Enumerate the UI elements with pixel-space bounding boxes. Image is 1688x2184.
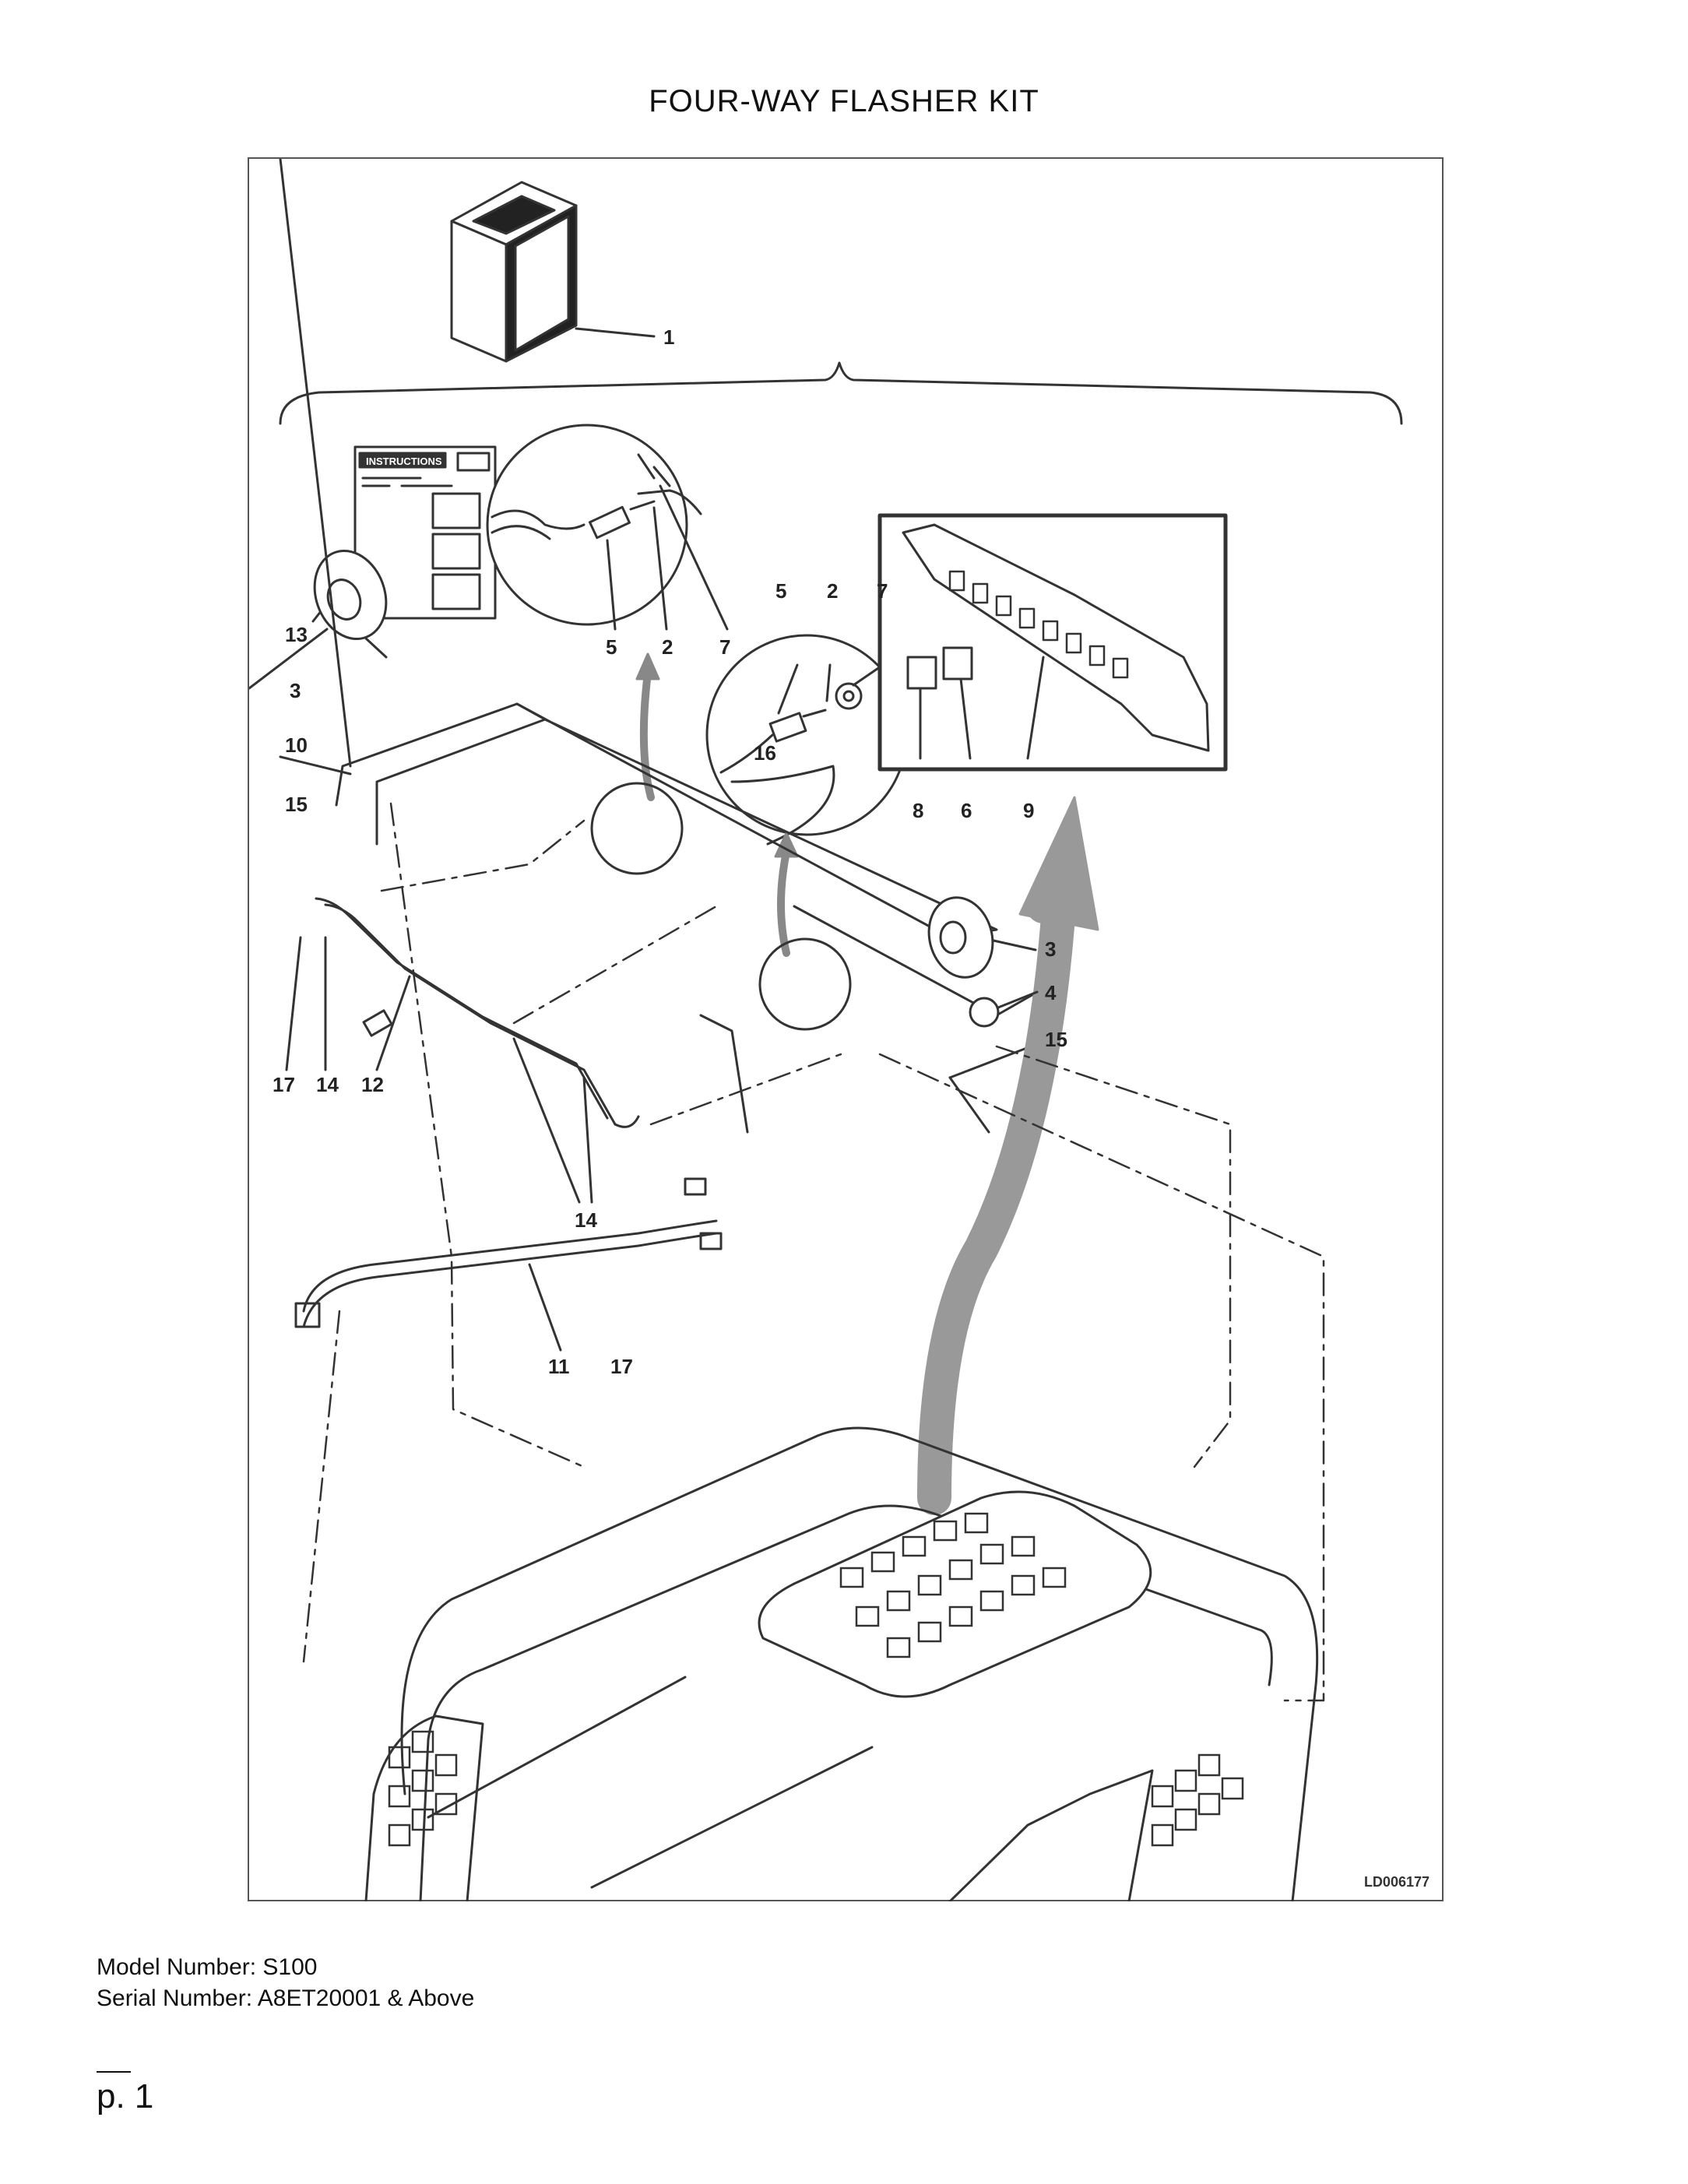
kit-brace — [279, 361, 1403, 425]
callout-17-roof: 17 — [610, 1355, 633, 1378]
callout-5-second: 5 — [775, 579, 786, 603]
callout-3-right: 3 — [1045, 937, 1056, 961]
callout-15-left: 15 — [285, 793, 308, 816]
callout-17-left: 17 — [273, 1073, 295, 1096]
callout-1: 1 — [663, 325, 674, 349]
callout-10: 10 — [285, 733, 308, 757]
callout-13: 13 — [285, 623, 308, 646]
callout-3-left: 3 — [290, 679, 301, 702]
callout-5-first: 5 — [606, 635, 617, 659]
callout-2-second: 2 — [827, 579, 838, 603]
callout-16: 16 — [754, 741, 776, 765]
drawing-id: LD006177 — [1363, 1874, 1430, 1890]
callout-15-right: 15 — [1045, 1028, 1067, 1051]
document-title: FOUR-WAY FLASHER KIT — [649, 84, 1039, 118]
callout-7-first: 7 — [719, 635, 730, 659]
cab-roof — [364, 1426, 1319, 1901]
parts-diagram: INSTRUCTIONS 1 13 3 10 15 5 2 7 5 2 7 16… — [249, 159, 1403, 1901]
instructions-label: INSTRUCTIONS — [366, 455, 442, 467]
parts-diagram-frame: INSTRUCTIONS 1 13 3 10 15 5 2 7 5 2 7 16… — [248, 157, 1444, 1901]
kit-box — [450, 181, 578, 363]
callout-2-first: 2 — [662, 635, 673, 659]
callout-14-bottom: 14 — [575, 1208, 597, 1232]
model-number: Model Number: S100 — [97, 1954, 318, 1980]
serial-number: Serial Number: A8ET20001 & Above — [97, 1985, 475, 2011]
callout-14-left: 14 — [316, 1073, 339, 1096]
callout-4: 4 — [1045, 981, 1057, 1004]
callout-12: 12 — [361, 1073, 384, 1096]
callout-9: 9 — [1023, 799, 1034, 822]
callout-11: 11 — [548, 1355, 570, 1378]
callout-7-second: 7 — [877, 579, 888, 603]
callout-6: 6 — [961, 799, 972, 822]
callout-8: 8 — [913, 799, 923, 822]
page-rule — [97, 2071, 131, 2073]
page-number: p. 1 — [97, 2077, 154, 2115]
